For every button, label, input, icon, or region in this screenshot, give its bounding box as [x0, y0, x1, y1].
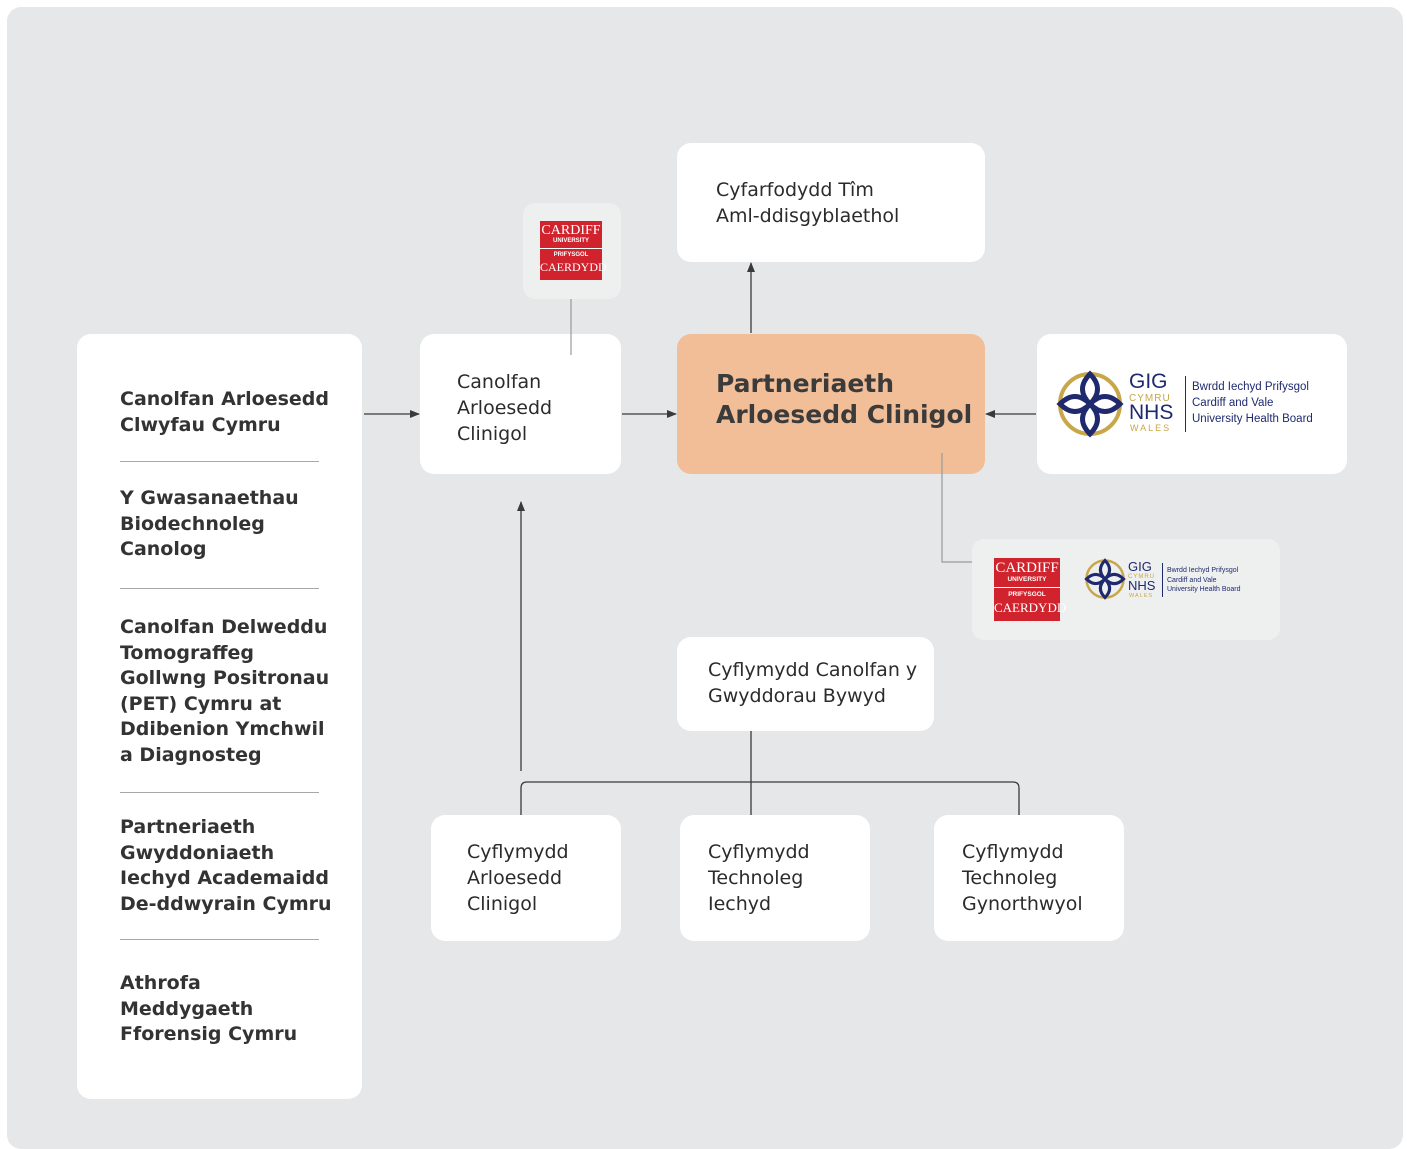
nhs-cymru-text: CYMRU [1128, 574, 1155, 580]
nhs-wales-text: WALES [1130, 423, 1172, 433]
list-item-pet-imaging: Canolfan Delweddu Tomograffeg Gollwng Po… [120, 616, 330, 766]
list-divider [120, 588, 319, 589]
nhs-separator [1162, 563, 1163, 597]
accelerator-node-clinical [431, 815, 621, 941]
accelerator-bracket [520, 781, 1020, 815]
life-sciences-label: Cyflymydd Canolfan y Gwyddorau Bywyd [708, 659, 918, 707]
nhs-nhs-text: NHS [1128, 578, 1156, 593]
nhs-gig-text: GIG [1129, 370, 1168, 393]
canolfan-node [420, 334, 621, 474]
canolfan-label: Canolfan Arloesedd Clinigol [457, 371, 553, 445]
nhs-gig-text: GIG [1128, 559, 1152, 574]
accelerator-assistive-label: Cyflymydd Technoleg Gynorthwyol [962, 841, 1083, 915]
cardiff-university-logo: CARDIFF UNIVERSITY PRIFYSGOL CAERDYDD [994, 558, 1066, 621]
main-partnership-label: Partneriaeth Arloesedd Clinigol [716, 369, 973, 429]
nhs-wales-text: WALES [1129, 593, 1154, 599]
celtic-knot-icon [1056, 370, 1124, 438]
accelerator-node-assistive-tech [934, 815, 1124, 941]
meeting-node [677, 143, 985, 262]
celtic-knot-icon [1084, 558, 1126, 600]
life-sciences-node [677, 637, 934, 731]
cardiff-university-logo: CARDIFF UNIVERSITY PRIFYSGOL CAERDYDD [540, 221, 607, 280]
list-item-forensic-medicine: Athrofa Meddygaeth Fforensig Cymru [120, 972, 298, 1045]
list-item-wound-innovation: Canolfan Arloesedd Clwyfau Cymru [120, 388, 330, 436]
main-partnership-node: Partneriaeth Arloesedd Clinigol [677, 334, 985, 474]
nhs-cymru-text: CYMRU [1129, 393, 1171, 404]
list-divider [120, 939, 319, 940]
nhs-separator [1185, 376, 1186, 432]
list-divider [120, 461, 319, 462]
meeting-label: Cyfarfodydd Tîm Aml-ddisgyblaethol [716, 179, 900, 227]
joint-logo-link [941, 453, 972, 563]
nhs-nhs-text: NHS [1129, 401, 1174, 424]
accelerator-clinical-label: Cyflymydd Arloesedd Clinigol [467, 841, 569, 915]
list-item-health-science-partnership: Partneriaeth Gwyddoniaeth Iechyd Academa… [120, 816, 332, 915]
list-item-biotech-services: Y Gwasanaethau Biodechnoleg Canolog [120, 487, 299, 560]
nhs-board-name: Bwrdd Iechyd Prifysgol Cardiff and Vale … [1167, 567, 1241, 593]
accelerator-node-health-tech [680, 815, 870, 941]
accelerator-health-tech-label: Cyflymydd Technoleg Iechyd [708, 841, 810, 915]
nhs-board-name: Bwrdd Iechyd Prifysgol Cardiff and Vale … [1192, 381, 1313, 425]
list-divider [120, 792, 319, 793]
